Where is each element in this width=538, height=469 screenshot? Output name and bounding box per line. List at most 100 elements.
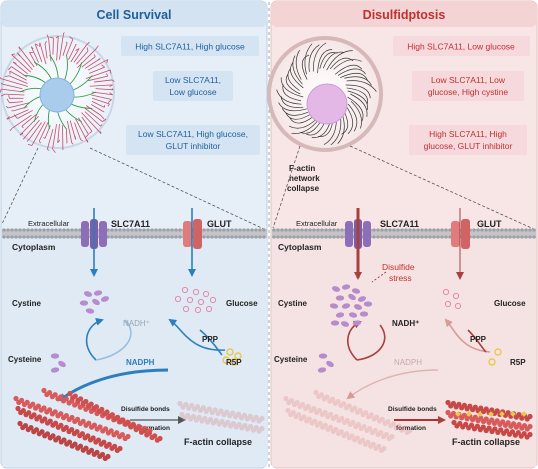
actin-subunit xyxy=(322,422,328,428)
lipid-head xyxy=(284,228,288,232)
actin-subunit xyxy=(209,409,215,415)
actin-subunit xyxy=(177,400,183,407)
actin-branch xyxy=(0,89,2,93)
lipid-head xyxy=(114,235,118,239)
actin-branch xyxy=(111,88,114,91)
actin-subunit xyxy=(373,445,379,451)
actin-spike xyxy=(44,43,48,59)
actin-spike xyxy=(91,94,112,100)
left-glut-transporter xyxy=(183,219,202,249)
collapsed-fiber xyxy=(317,49,333,74)
actin-branch xyxy=(21,125,24,129)
actin-subunit xyxy=(90,435,96,441)
actin-subunit xyxy=(463,421,469,427)
actin-subunit xyxy=(311,405,317,412)
glucose-ring xyxy=(209,296,217,304)
actin-subunit xyxy=(492,426,498,432)
actin-spike xyxy=(39,42,47,65)
actin-subunit xyxy=(386,435,392,442)
lipid-head xyxy=(118,228,122,232)
actin-subunit xyxy=(344,417,350,424)
actin-subunit xyxy=(63,396,69,402)
actin-spike xyxy=(65,128,68,144)
actin-subunit xyxy=(193,417,199,423)
actin-subunit xyxy=(333,413,339,420)
actin-spike xyxy=(31,121,46,146)
cystine-dimer xyxy=(335,295,345,301)
svg-text:High SLC7A11, Low glucose: High SLC7A11, Low glucose xyxy=(407,42,515,52)
lipid-head xyxy=(320,228,324,232)
actin-subunit xyxy=(119,432,125,438)
actin-subunit xyxy=(381,433,387,440)
left-extracellular-label: Extracellular xyxy=(28,219,70,228)
lipid-head xyxy=(242,228,246,232)
actin-subunit xyxy=(39,429,45,435)
lipid-head xyxy=(512,235,516,239)
actin-subunit xyxy=(319,411,325,418)
lipid-head xyxy=(412,235,416,239)
actin-subunit xyxy=(28,425,34,431)
actin-subunit xyxy=(33,427,40,433)
actin-subunit xyxy=(125,420,131,426)
actin-subunit xyxy=(376,443,382,449)
lipid-head xyxy=(126,228,130,232)
actin-subunit xyxy=(498,427,504,433)
actin-subunit xyxy=(233,424,239,430)
actin-subunit xyxy=(379,416,385,422)
actin-subunit xyxy=(343,405,350,411)
lipid-head xyxy=(340,235,344,239)
lipid-head xyxy=(174,235,178,239)
cystine-dimer xyxy=(85,308,95,314)
glucose-ring xyxy=(454,302,462,310)
actin-spike xyxy=(21,113,38,127)
lipid-head xyxy=(218,228,222,232)
actin-spike xyxy=(69,120,76,140)
right-condition-2: Low SLC7A11, Low glucose, High cystine xyxy=(412,71,524,101)
lipid-head xyxy=(448,228,452,232)
actin-subunit xyxy=(383,431,390,438)
lipid-head xyxy=(74,235,78,239)
lipid-head xyxy=(524,228,528,232)
actin-subunit xyxy=(390,421,397,427)
lipid-head xyxy=(2,235,6,239)
r5p-ring xyxy=(234,352,242,360)
right-cystine-label: Cystine xyxy=(278,299,307,308)
svg-text:GLUT inhibitor: GLUT inhibitor xyxy=(166,141,221,151)
collapsed-fiber xyxy=(344,76,372,86)
lipid-head xyxy=(272,235,276,239)
collapsed-fiber xyxy=(326,50,353,71)
actin-subunit xyxy=(104,409,110,415)
right-cell-illustration xyxy=(267,36,383,152)
actin-subunit xyxy=(338,402,344,409)
actin-subunit xyxy=(527,431,533,438)
actin-subunit xyxy=(372,427,378,434)
lipid-head xyxy=(476,228,480,232)
lipid-head xyxy=(214,235,218,239)
actin-subunit xyxy=(41,405,47,411)
actin-branch xyxy=(109,84,113,87)
lipid-head xyxy=(138,228,142,232)
left-cell-illustration xyxy=(0,32,115,153)
lipid-head xyxy=(516,235,520,239)
actin-subunit xyxy=(336,430,342,437)
lipid-head xyxy=(222,235,226,239)
actin-subunit xyxy=(364,427,370,434)
left-condition-3: Low SLC7A11, High glucose, GLUT inhibito… xyxy=(126,125,260,155)
lipid-head xyxy=(388,228,392,232)
actin-subunit xyxy=(407,427,413,434)
lipid-head xyxy=(480,235,484,239)
actin-subunit xyxy=(99,406,105,412)
actin-spike xyxy=(86,105,101,116)
collapsed-fiber xyxy=(301,54,310,80)
collapsed-fiber xyxy=(281,107,309,116)
lipid-head xyxy=(154,235,158,239)
actin-branch xyxy=(100,124,103,127)
actin-subunit xyxy=(58,411,64,417)
actin-subunit xyxy=(527,413,533,420)
lipid-head xyxy=(206,228,210,232)
actin-subunit xyxy=(215,410,221,417)
lipid-head xyxy=(372,228,376,232)
actin-subunit xyxy=(187,416,194,422)
actin-subunit xyxy=(244,416,250,422)
